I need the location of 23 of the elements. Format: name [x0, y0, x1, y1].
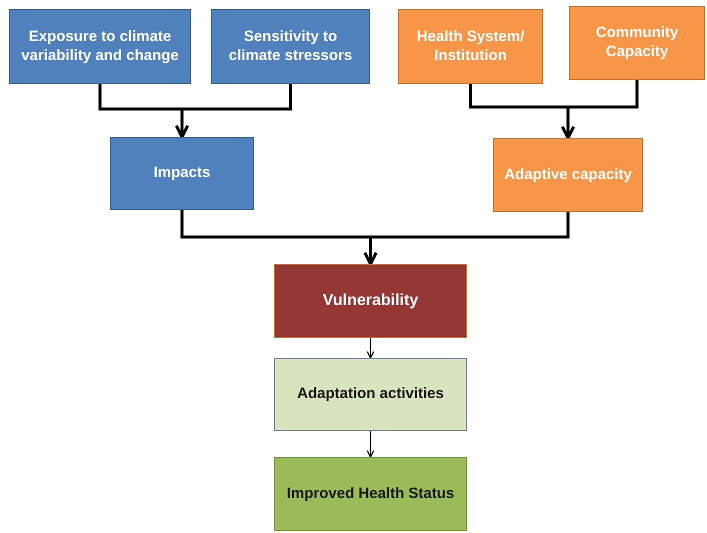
arrow: [561, 80, 638, 140]
process-box: [274, 457, 467, 531]
box-label: Community Capacity: [594, 24, 680, 62]
box-label: Sensitivity to climate stressors: [228, 28, 354, 66]
process-box: [274, 358, 467, 431]
process-box: [211, 9, 370, 84]
box-label: Impacts: [154, 164, 210, 183]
box-label: Health System/ Institution: [416, 28, 526, 66]
process-box: [398, 9, 543, 84]
process-box: [110, 137, 254, 210]
process-box: [274, 264, 467, 338]
box-label: Exposure to climate variability and change: [20, 28, 180, 66]
process-box: [493, 138, 643, 212]
arrow: [364, 212, 570, 266]
box-label: Adaptive capacity: [504, 166, 632, 184]
arrow: [366, 338, 374, 359]
arrow: [366, 431, 374, 458]
box-label: Adaptation activities: [297, 385, 444, 404]
box-label: Vulnerability: [322, 291, 418, 311]
arrow: [175, 84, 292, 138]
process-box: [9, 9, 191, 84]
box-label: Improved Health Status: [286, 484, 454, 504]
process-box: [569, 6, 705, 80]
